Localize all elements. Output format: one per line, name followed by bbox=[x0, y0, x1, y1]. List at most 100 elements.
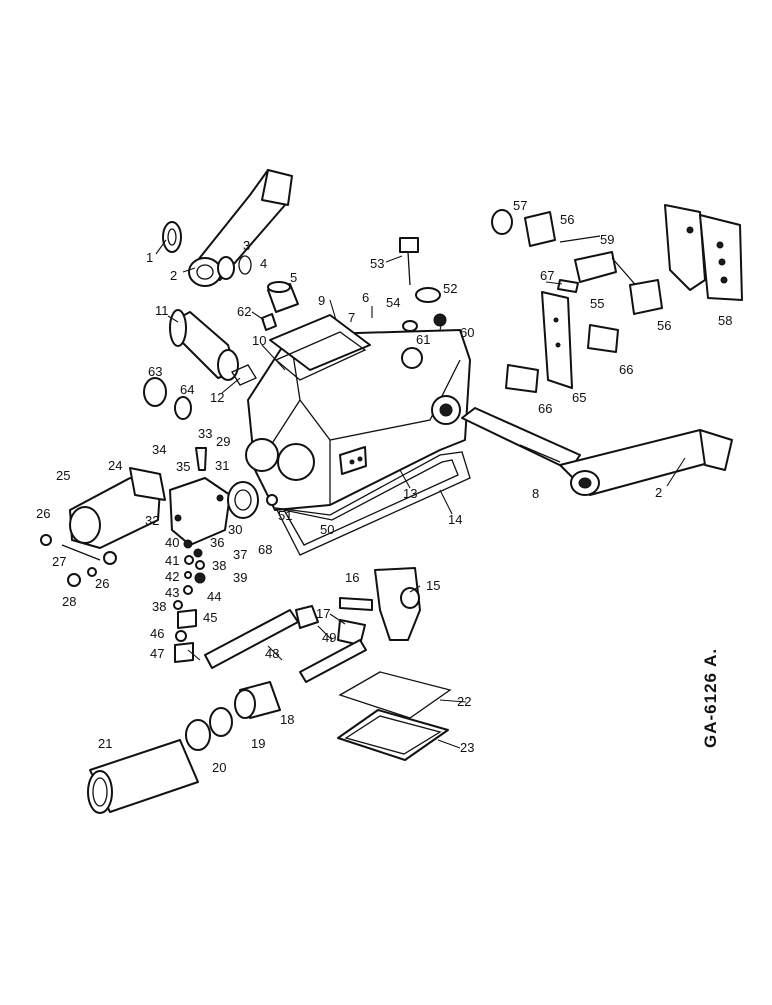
callout-44: 44 bbox=[207, 589, 221, 604]
plug-nut bbox=[433, 313, 447, 327]
long-rod bbox=[204, 609, 299, 669]
seal-ring bbox=[143, 377, 167, 407]
cap-ring bbox=[415, 287, 441, 303]
callout-66b: 66 bbox=[538, 401, 552, 416]
breather-dipstick bbox=[399, 237, 419, 286]
callout-29: 29 bbox=[216, 434, 230, 449]
callout-59: 59 bbox=[600, 232, 614, 247]
bolt-head bbox=[67, 573, 81, 587]
callout-66a: 66 bbox=[619, 362, 633, 377]
callout-56b: 56 bbox=[657, 318, 671, 333]
bolt bbox=[61, 544, 101, 561]
callout-36: 36 bbox=[210, 535, 224, 550]
callout-18: 18 bbox=[280, 712, 294, 727]
callout-9: 9 bbox=[318, 293, 325, 308]
callout-37: 37 bbox=[233, 547, 247, 562]
callout-12: 12 bbox=[210, 390, 224, 405]
callout-33: 33 bbox=[198, 426, 212, 441]
lift-lever bbox=[299, 567, 421, 683]
nut-right bbox=[103, 551, 117, 565]
callout-15: 15 bbox=[426, 578, 440, 593]
callout-65: 65 bbox=[572, 390, 586, 405]
drawing-code: GA-6126 A. bbox=[701, 648, 720, 748]
callout-4: 4 bbox=[260, 256, 267, 271]
callout-3: 3 bbox=[243, 238, 250, 253]
callout-19: 19 bbox=[251, 736, 265, 751]
left-lift-arm bbox=[162, 169, 293, 287]
callout-42: 42 bbox=[165, 569, 179, 584]
callout-25: 25 bbox=[56, 468, 70, 483]
callout-34: 34 bbox=[152, 442, 166, 457]
callout-13: 13 bbox=[403, 486, 417, 501]
callout-26a: 26 bbox=[36, 506, 50, 521]
callout-24: 24 bbox=[108, 458, 122, 473]
callout-8: 8 bbox=[532, 486, 539, 501]
housing-gasket-inner bbox=[282, 459, 459, 546]
callout-38b: 38 bbox=[152, 599, 166, 614]
callout-64: 64 bbox=[180, 382, 194, 397]
o-ring bbox=[174, 396, 192, 420]
leader-lines bbox=[155, 239, 686, 749]
callout-55: 55 bbox=[590, 296, 604, 311]
callout-35: 35 bbox=[176, 459, 190, 474]
callout-21: 21 bbox=[98, 736, 112, 751]
callout-31: 31 bbox=[215, 458, 229, 473]
callout-51: 51 bbox=[278, 508, 292, 523]
callout-11: 11 bbox=[155, 303, 169, 318]
callout-40: 40 bbox=[165, 535, 179, 550]
callout-45: 45 bbox=[203, 610, 217, 625]
callout-52: 52 bbox=[443, 281, 457, 296]
callout-17: 17 bbox=[316, 606, 330, 621]
callout-27: 27 bbox=[52, 554, 66, 569]
callout-7: 7 bbox=[348, 310, 355, 325]
bottom-cover-plates bbox=[337, 671, 452, 761]
callout-16: 16 bbox=[345, 570, 359, 585]
callout-48: 48 bbox=[265, 646, 279, 661]
callout-43: 43 bbox=[165, 585, 179, 600]
callout-26b: 26 bbox=[95, 576, 109, 591]
valve-cover bbox=[169, 477, 231, 546]
callout-38a: 38 bbox=[212, 558, 226, 573]
callout-labels: 1 2 2 3 4 5 6 7 8 9 10 11 12 13 14 15 16… bbox=[36, 198, 732, 775]
nut-left bbox=[40, 534, 52, 546]
callout-20: 20 bbox=[212, 760, 226, 775]
callout-14: 14 bbox=[448, 512, 462, 527]
callout-50: 50 bbox=[320, 522, 334, 537]
callout-32: 32 bbox=[145, 513, 159, 528]
callout-57: 57 bbox=[513, 198, 527, 213]
callout-61: 61 bbox=[416, 332, 430, 347]
callout-1: 1 bbox=[146, 250, 153, 265]
top-link-bracket-group bbox=[491, 204, 743, 393]
housing-gasket bbox=[274, 451, 471, 556]
valve-parts bbox=[173, 539, 206, 663]
callout-63: 63 bbox=[148, 364, 162, 379]
callout-30: 30 bbox=[228, 522, 242, 537]
callout-47: 47 bbox=[150, 646, 164, 661]
pin-51 bbox=[266, 494, 278, 506]
seal-inner bbox=[234, 489, 252, 511]
washer bbox=[402, 320, 418, 332]
callout-6: 6 bbox=[362, 290, 369, 305]
callout-68: 68 bbox=[258, 542, 272, 557]
callout-53: 53 bbox=[370, 256, 384, 271]
callout-28: 28 bbox=[62, 594, 76, 609]
bushing bbox=[267, 281, 299, 313]
callout-10: 10 bbox=[252, 333, 266, 348]
callout-58: 58 bbox=[718, 313, 732, 328]
callout-60: 60 bbox=[460, 325, 474, 340]
rod-49 bbox=[295, 605, 319, 629]
piston-cylinder-group bbox=[87, 681, 281, 814]
washer-small bbox=[87, 567, 97, 577]
callout-67: 67 bbox=[540, 268, 554, 283]
callout-56a: 56 bbox=[560, 212, 574, 227]
pipe-flange bbox=[169, 309, 257, 386]
callout-62: 62 bbox=[237, 304, 251, 319]
callout-2a: 2 bbox=[170, 268, 177, 283]
callout-23: 23 bbox=[460, 740, 474, 755]
callout-46: 46 bbox=[150, 626, 164, 641]
callout-39: 39 bbox=[233, 570, 247, 585]
callout-2b: 2 bbox=[655, 485, 662, 500]
large-seal bbox=[227, 481, 259, 519]
pump-assembly bbox=[69, 467, 166, 549]
small-plug bbox=[261, 313, 277, 331]
